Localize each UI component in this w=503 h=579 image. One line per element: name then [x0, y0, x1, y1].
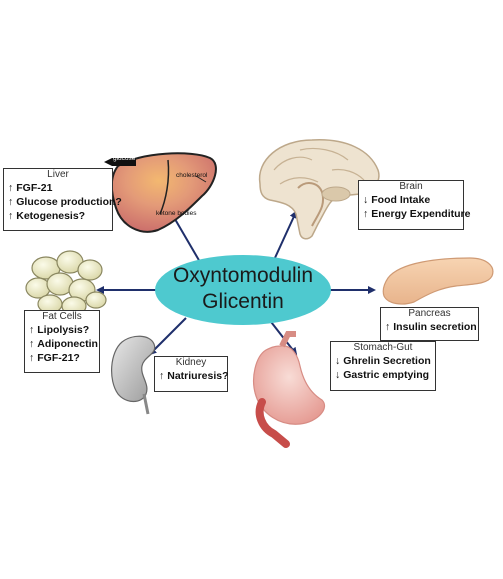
stomach-gut-item: ↓Gastric emptying — [335, 369, 430, 381]
liver-label-ketone: ketone bodies — [156, 210, 197, 217]
liver-item: ↑Glucose production? — [8, 196, 122, 208]
pancreas-item: ↑Insulin secretion — [385, 321, 477, 333]
arrow-to-kidney — [148, 317, 187, 356]
fat-cells-title: Fat Cells — [42, 311, 82, 322]
kidney-box: Kidney ↑Natriuresis? — [154, 356, 229, 392]
brain-box: Brain ↓Food Intake ↑Energy Expenditure — [358, 180, 471, 230]
pancreas-illustration — [382, 257, 494, 305]
arrows — [96, 210, 376, 356]
liver-item: ↑FGF-21 — [8, 182, 53, 194]
kidney-item: ↑Natriuresis? — [159, 370, 229, 382]
liver-title: Liver — [47, 169, 69, 180]
center-ellipse — [155, 255, 331, 325]
pancreas-box: Pancreas ↑Insulin secretion — [380, 307, 479, 341]
fat-cells-item: ↑Lipolysis? — [29, 324, 90, 336]
arrow-to-liver — [170, 212, 201, 263]
liver-illustration — [104, 152, 217, 233]
brain-title: Brain — [399, 181, 423, 192]
fat-cells-item: ↑Adiponectin — [29, 338, 98, 350]
stomach-gut-title: Stomach-Gut — [353, 342, 413, 353]
liver-label-glucose: glucose — [113, 155, 136, 162]
fat-cells-illustration — [25, 250, 107, 316]
center-title-line1: Oxyntomodulin — [172, 264, 314, 287]
liver-box: Liver ↑FGF-21 ↑Glucose production? ↑Keto… — [3, 168, 122, 231]
stomach-gut-box: Stomach-Gut ↓Ghrelin Secretion ↓Gastric … — [330, 341, 436, 391]
stomach-gut-item: ↓Ghrelin Secretion — [335, 355, 431, 367]
fat-cells-box: Fat Cells ↑Lipolysis? ↑Adiponectin ↑FGF-… — [24, 310, 100, 373]
kidney-illustration — [111, 335, 156, 415]
arrow-to-stomach — [267, 317, 298, 356]
center-node: Oxyntomodulin Glicentin — [154, 254, 332, 326]
brain-item: ↓Food Intake — [363, 194, 431, 206]
liver-item: ↑Ketogenesis? — [8, 210, 86, 222]
arrow-to-brain — [273, 210, 298, 261]
center-title-line2: Glicentin — [202, 290, 284, 313]
brain-illustration — [258, 139, 380, 240]
fat-cells-item: ↑FGF-21? — [29, 352, 80, 364]
brain-item: ↑Energy Expenditure — [363, 208, 471, 220]
pancreas-title: Pancreas — [408, 308, 451, 319]
stomach-illustration — [253, 331, 326, 448]
kidney-title: Kidney — [175, 357, 207, 368]
liver-label-cholesterol: cholesterol — [176, 172, 208, 179]
